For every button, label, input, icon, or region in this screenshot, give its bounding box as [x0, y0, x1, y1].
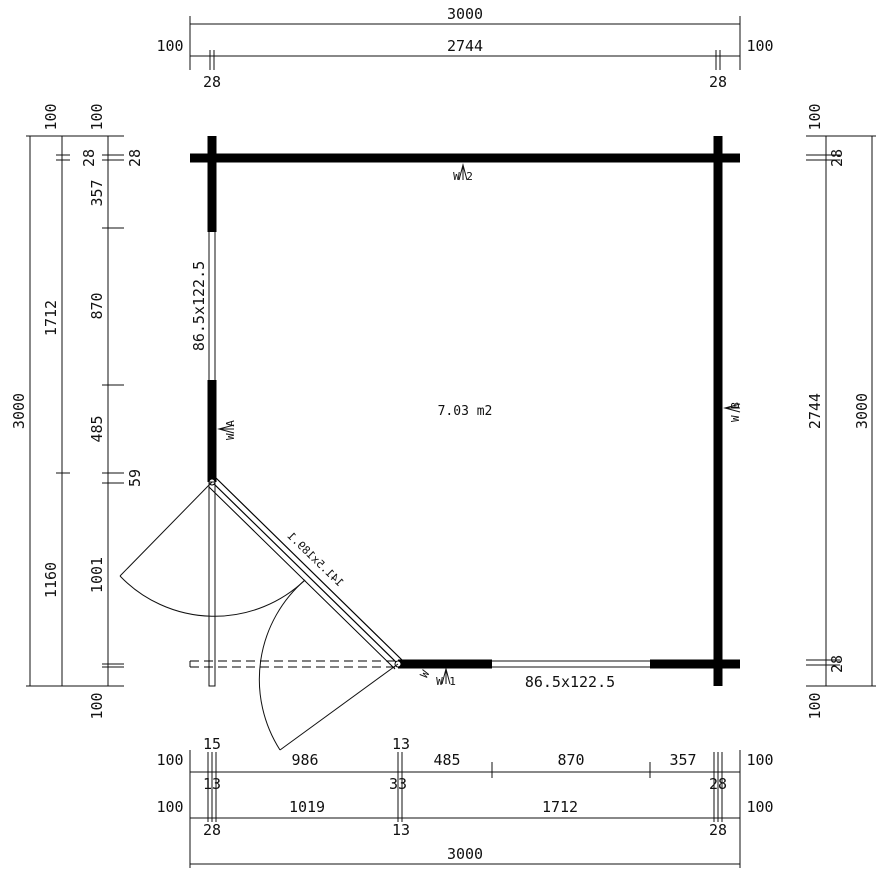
svg-text:W 2: W 2 — [453, 170, 473, 183]
left-detail-485: 485 — [88, 415, 106, 442]
top-left-wall: 28 — [203, 73, 221, 91]
wall-tag-wb: W B — [723, 402, 742, 422]
right-wall-28-top: 28 — [828, 149, 846, 167]
left-wall-28-a: 28 — [80, 149, 98, 167]
left-top-margin-1: 100 — [42, 103, 60, 130]
bottom-r1-under-13: 13 — [203, 775, 221, 793]
bottom-r1-15: 15 — [203, 735, 221, 753]
svg-text:W A: W A — [224, 420, 237, 440]
building-walls — [190, 136, 740, 686]
right-overall-dimension: 3000 — [853, 393, 871, 429]
top-right-wall: 28 — [709, 73, 727, 91]
left-mid-1712: 1712 — [42, 300, 60, 336]
bottom-r2-left-margin: 100 — [156, 798, 183, 816]
left-detail-870: 870 — [88, 292, 106, 319]
bottom-r2-right-margin: 100 — [746, 798, 773, 816]
window-left — [208, 232, 216, 380]
bottom-r1-under-33: 33 — [389, 775, 407, 793]
top-right-margin: 100 — [746, 37, 773, 55]
wall-tag-w-small: W — [418, 668, 433, 681]
left-detail-357: 357 — [88, 179, 106, 206]
right-wall-28-bottom: 28 — [828, 655, 846, 673]
door-opening — [208, 477, 403, 670]
bottom-r1-right-margin: 100 — [746, 751, 773, 769]
top-overall-dimension: 3000 — [447, 5, 483, 23]
bottom-r2-under-28-left: 28 — [203, 821, 221, 839]
bottom-r1-357: 357 — [669, 751, 696, 769]
left-bottom-margin: 100 — [88, 692, 106, 719]
window-bottom-size-label: 86.5x122.5 — [525, 673, 615, 691]
window-bottom — [492, 660, 650, 668]
svg-text:W: W — [418, 668, 433, 681]
left-top-margin-2: 100 — [88, 103, 106, 130]
bottom-dimensions: 15 986 13 485 870 357 13 33 28 100 100 1… — [156, 735, 774, 868]
left-detail-59: 59 — [126, 469, 144, 487]
right-top-margin: 100 — [806, 103, 824, 130]
left-wall-28-b: 28 — [126, 149, 144, 167]
left-detail-1001: 1001 — [88, 557, 106, 593]
bottom-r1-left-margin: 100 — [156, 751, 183, 769]
bottom-r1-485: 485 — [433, 751, 460, 769]
door-size-label: 141.5x189.1 — [285, 530, 346, 590]
top-dimensions: 3000 2744 100 100 28 28 — [156, 5, 773, 91]
right-dimensions: 3000 2744 100 100 28 28 — [806, 103, 876, 720]
right-inner-dimension: 2744 — [806, 393, 824, 429]
bottom-r2-under-28-right: 28 — [709, 821, 727, 839]
left-overall-dimension: 3000 — [10, 393, 28, 429]
door-swing-right — [189, 579, 399, 751]
bottom-r1-986: 986 — [291, 751, 318, 769]
bottom-r1-13: 13 — [392, 735, 410, 753]
bottom-r2-under-13: 13 — [392, 821, 410, 839]
top-left-margin: 100 — [156, 37, 183, 55]
window-left-size-label: 86.5x122.5 — [190, 261, 208, 351]
floor-area-label: 7.03 m2 — [438, 404, 493, 419]
svg-text:W 1: W 1 — [436, 675, 456, 688]
left-dimensions: 3000 1712 1160 357 870 485 59 1001 100 1… — [10, 103, 144, 719]
top-inner-dimension: 2744 — [447, 37, 483, 55]
bottom-r2-1019: 1019 — [289, 798, 325, 816]
wall-tag-w2: W 2 — [453, 163, 473, 183]
door-swing-left — [119, 481, 306, 687]
bottom-r1-870: 870 — [557, 751, 584, 769]
wall-tag-w1: W 1 — [436, 667, 456, 688]
left-mid-1160: 1160 — [42, 562, 60, 598]
right-bottom-margin: 100 — [806, 692, 824, 719]
bottom-r2-1712: 1712 — [542, 798, 578, 816]
bottom-r1-under-28: 28 — [709, 775, 727, 793]
wall-tag-wa: W A — [217, 420, 237, 440]
svg-text:W B: W B — [729, 402, 742, 422]
bottom-overall-dimension: 3000 — [447, 845, 483, 863]
